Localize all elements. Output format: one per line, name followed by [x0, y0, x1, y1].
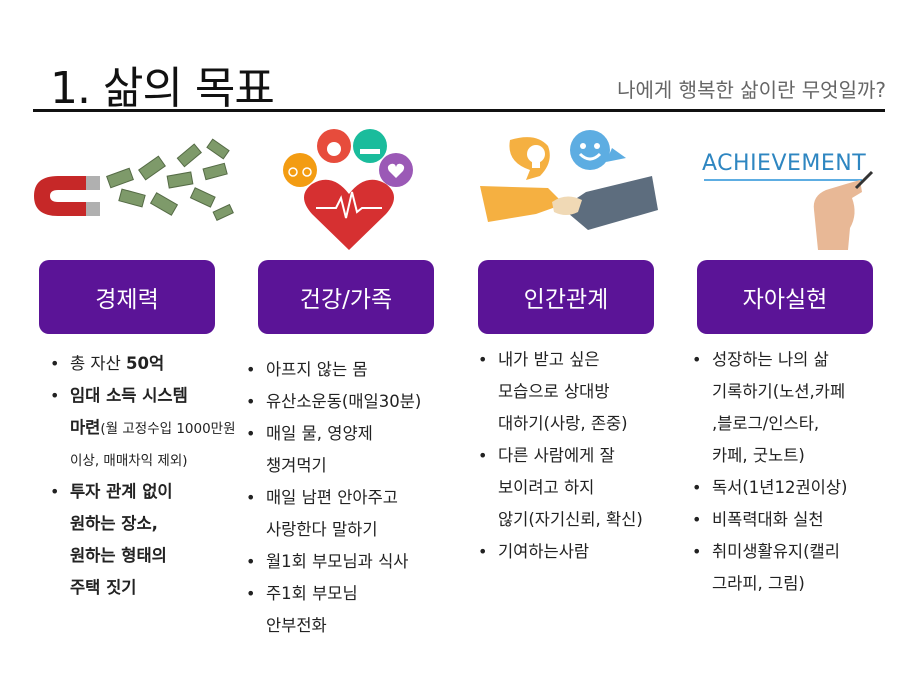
magnet-icon	[34, 138, 234, 221]
magnet-money-image	[28, 122, 234, 254]
heart-icon	[304, 179, 394, 250]
category-self-actualization-button: 자아실현	[697, 260, 873, 334]
hand-pen-icon	[813, 180, 862, 250]
handshake-image	[466, 122, 672, 254]
hand-right-icon	[562, 176, 658, 230]
column-self-actualization: ACHIEVEMENT 자아실현 성장하는 나의 삶기록하기(노션,카페,블로그…	[686, 122, 892, 593]
list-item: 투자 관계 없이 원하는 장소, 원하는 형태의 주택 짓기	[50, 476, 240, 604]
bicycle-icon	[283, 153, 317, 187]
list-item: 아프지 않는 몸	[246, 354, 452, 386]
health-icons-image	[246, 122, 452, 254]
achievement-text: ACHIEVEMENT	[702, 151, 866, 176]
list-item: 총 자산 50억	[50, 348, 240, 380]
smiley-bubble-icon	[570, 130, 610, 170]
category-economy-button: 경제력	[39, 260, 215, 334]
achievement-image: ACHIEVEMENT	[686, 122, 892, 254]
list-item: 기여하는사람	[478, 536, 672, 568]
category-relationships-button: 인간관계	[478, 260, 654, 334]
list-item: 유산소운동(매일30분)	[246, 386, 452, 418]
page-subtitle: 나에게 행복한 삶이란 무엇일까?	[617, 78, 886, 102]
title-underline	[33, 109, 885, 112]
list-item: 비폭력대화 실천	[692, 504, 892, 536]
list-item: 독서(1년12권이상)	[692, 472, 892, 504]
list-item: 임대 소득 시스템 마련(월 고정수입 1000만원이상, 매매차익 제외)	[50, 380, 240, 476]
sleep-icon	[353, 129, 387, 163]
column-health-family: 건강/가족 아프지 않는 몸 유산소운동(매일30분) 매일 물, 영양제챙겨먹…	[246, 122, 452, 635]
hand-left-icon	[480, 186, 564, 222]
column-economy: 경제력 총 자산 50억 임대 소득 시스템 마련(월 고정수입 1000만원이…	[28, 122, 236, 597]
page-title: 1. 삶의 목표	[50, 63, 275, 114]
economy-goal-list: 총 자산 50억 임대 소득 시스템 마련(월 고정수입 1000만원이상, 매…	[50, 348, 240, 604]
category-health-family-button: 건강/가족	[258, 260, 434, 334]
list-item: 월1회 부모님과 식사	[246, 546, 452, 578]
